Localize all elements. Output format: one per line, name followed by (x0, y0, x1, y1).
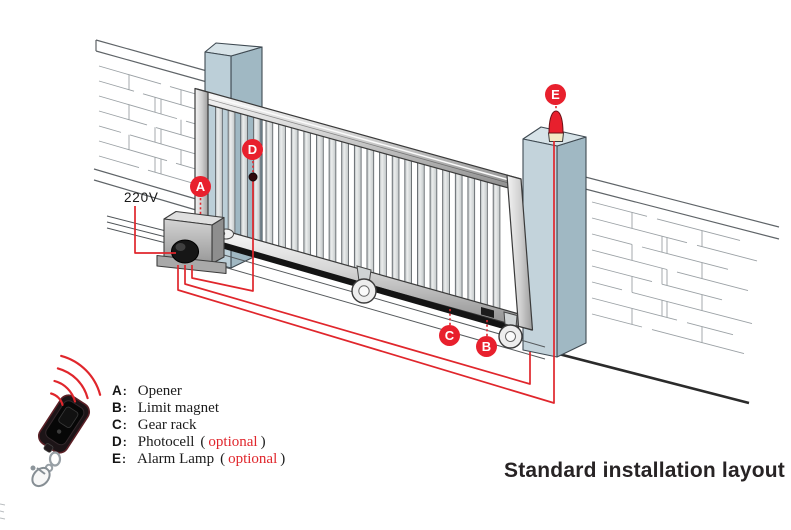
legend-letter: D (112, 434, 122, 449)
remote-control (30, 394, 91, 488)
accessory-wire (184, 265, 531, 385)
legend-item-limit-magnet: B: Limit magnet (112, 400, 219, 416)
opener-motor (156, 210, 227, 275)
legend-item-photocell: D: Photocell (optional) (112, 434, 266, 450)
legend-letter: E (112, 451, 122, 466)
alarm-lamp (547, 110, 565, 142)
marker-leader-lines (199, 106, 557, 336)
legend-item-gear-rack: C: Gear rack (112, 417, 197, 433)
sliding-gate-frame (194, 87, 534, 331)
legend-letter: C (112, 417, 122, 432)
gate-left-frame (194, 87, 209, 235)
legend-item-alarm-lamp: E: Alarm Lamp (optional) (112, 451, 286, 467)
gate-bars (215, 106, 501, 315)
legend-label: Limit magnet (137, 400, 219, 416)
right-pillar (522, 126, 587, 358)
power-wire-220v (134, 206, 176, 254)
photocell-wire (191, 181, 254, 292)
marker-b-limit-magnet: B (476, 336, 497, 357)
right-wall-bricks (591, 201, 758, 354)
legend-label: Alarm Lamp (137, 451, 215, 467)
edge-artifact (0, 503, 6, 520)
legend-label: Photocell (137, 434, 195, 450)
marker-d-photocell: D (242, 139, 263, 160)
left-wall-bricks (98, 65, 206, 188)
voltage-label: 220V (124, 190, 159, 205)
signal-waves-icon (50, 354, 102, 406)
legend-item-opener: A: Opener (112, 383, 182, 399)
legend-label: Gear rack (137, 417, 197, 433)
legend-optional: optional (208, 434, 258, 450)
gate-wheel-right (498, 311, 523, 349)
gate-wheel-left (351, 265, 377, 304)
legend: A: Opener B: Limit magnet C: Gear rack D… (112, 383, 288, 468)
photocell (248, 172, 258, 182)
legend-letter: A (112, 383, 122, 398)
keyring (30, 451, 62, 488)
left-wall (93, 39, 208, 245)
wiring (134, 141, 555, 404)
diagram-title: Standard installation layout (504, 459, 785, 482)
legend-letter: B (112, 400, 122, 415)
limit-magnet (481, 307, 494, 318)
alarm-lamp-wire (177, 141, 555, 404)
gate-right-frame (506, 174, 534, 331)
marker-a-opener: A (190, 176, 211, 197)
marker-e-alarm-lamp: E (545, 84, 566, 105)
legend-optional: optional (228, 451, 278, 467)
marker-c-gear-rack: C (439, 325, 460, 346)
legend-label: Opener (137, 383, 182, 399)
